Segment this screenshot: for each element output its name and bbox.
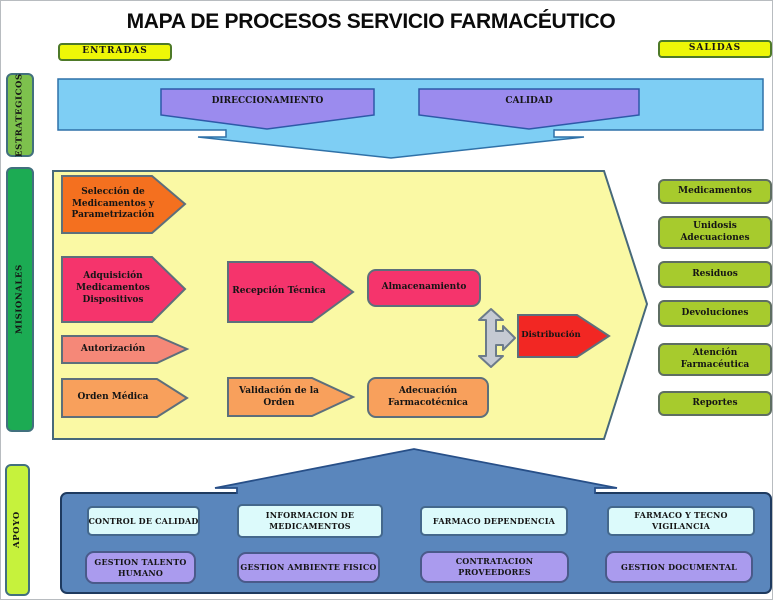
control-calidad-box	[87, 506, 200, 536]
direccionamiento-shape	[160, 88, 375, 130]
informacion-box	[237, 504, 383, 538]
reportes-box	[658, 391, 772, 416]
residuos-box	[658, 261, 772, 288]
misionales-tab	[6, 167, 34, 432]
talento-humano-box	[85, 551, 196, 584]
devoluciones-box	[658, 300, 772, 327]
ambiente-fisico-box	[237, 552, 380, 583]
three-way-arrow-icon	[478, 308, 516, 368]
almacenamiento-shape	[367, 269, 481, 307]
farmaco-dependencia-box	[420, 506, 568, 536]
recepcion-shape	[227, 261, 355, 323]
validacion-shape	[227, 377, 356, 417]
adquisicion-shape	[61, 256, 187, 323]
entradas-box	[58, 43, 172, 61]
misionales-pentagon	[52, 170, 649, 440]
seleccion-shape	[61, 175, 187, 234]
apoyo-tab	[5, 464, 30, 596]
autorizacion-shape	[61, 335, 190, 364]
distribucion-shape	[517, 314, 611, 358]
atencion-box	[658, 343, 772, 376]
support-up-arrow	[215, 449, 617, 496]
band-down-arrow	[198, 128, 584, 158]
medicamentos-box	[658, 179, 772, 204]
salidas-box	[658, 40, 772, 58]
farmaco-vigilancia-box	[607, 506, 755, 536]
documental-box	[605, 551, 753, 583]
support-up-arrow-outline	[214, 448, 618, 494]
orden-medica-shape	[61, 378, 189, 418]
calidad-shape	[418, 88, 640, 130]
contratacion-box	[420, 551, 569, 583]
estrategicos-tab	[6, 73, 34, 157]
unidosis-box	[658, 216, 772, 249]
band-down-arrow-outline	[197, 129, 585, 159]
page-title: MAPA DE PROCESOS SERVICIO FARMACÉUTICO	[126, 10, 616, 33]
adecuacion-shape	[367, 377, 489, 418]
